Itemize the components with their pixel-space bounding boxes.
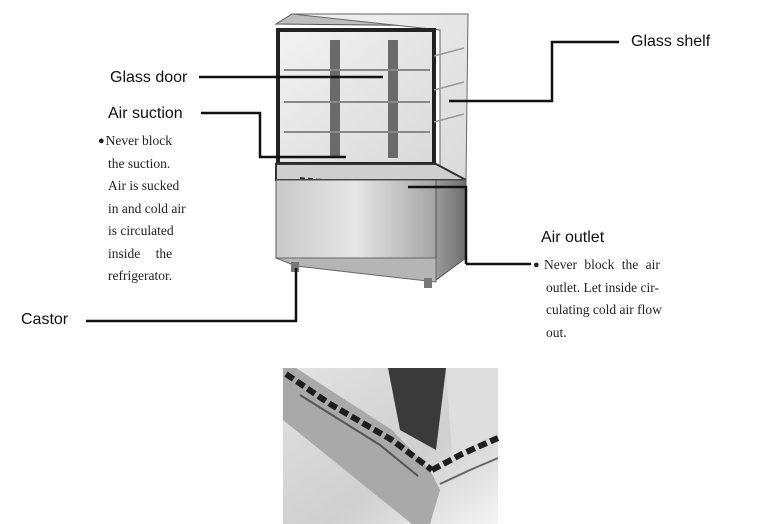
note-line: is circulated [108,223,174,238]
cabinet-front [275,179,437,259]
note-line: ● Never block the air [533,257,660,272]
note-line: refrigerator. [108,268,173,283]
air-outlet-note: ● Never block the air outlet. Let inside… [533,254,675,344]
front-glass-door [276,28,436,166]
bullet-icon: ● [533,259,540,271]
cabinet-side [435,179,467,281]
note-line: the suction. [108,155,171,171]
leader-lines [86,40,619,323]
castor-label: Castor [21,311,69,328]
air-outlet-leader [408,185,468,264]
note-line: culating cold air flow [546,302,662,317]
glass-shelf-leader [449,40,619,103]
closeup-detail [283,368,500,524]
note-line: outlet. Let inside cir- [546,279,659,295]
shelf-post [330,40,340,158]
castor-wheel [291,262,299,272]
air-outlet-label: Air outlet [541,229,605,246]
glass-door-label: Glass door [110,69,188,86]
castor-wheel [424,278,432,288]
air-suction-note: ●Never block the suction. Air is sucked … [98,130,192,288]
castor-leader [86,268,298,323]
refrigerated-showcase [274,13,469,288]
note-line: Air is sucked [108,178,180,193]
note-line: inside the [108,245,173,261]
note-line: in and cold air [108,200,186,216]
shelf-post [388,40,398,158]
air-suction-leader [201,111,346,159]
glass-shelf-label: Glass shelf [631,33,711,50]
bullet-icon: ● [98,135,105,147]
note-line: out. [546,324,567,340]
air-suction-label: Air suction [108,105,183,122]
note-line: ●Never block [98,133,173,148]
